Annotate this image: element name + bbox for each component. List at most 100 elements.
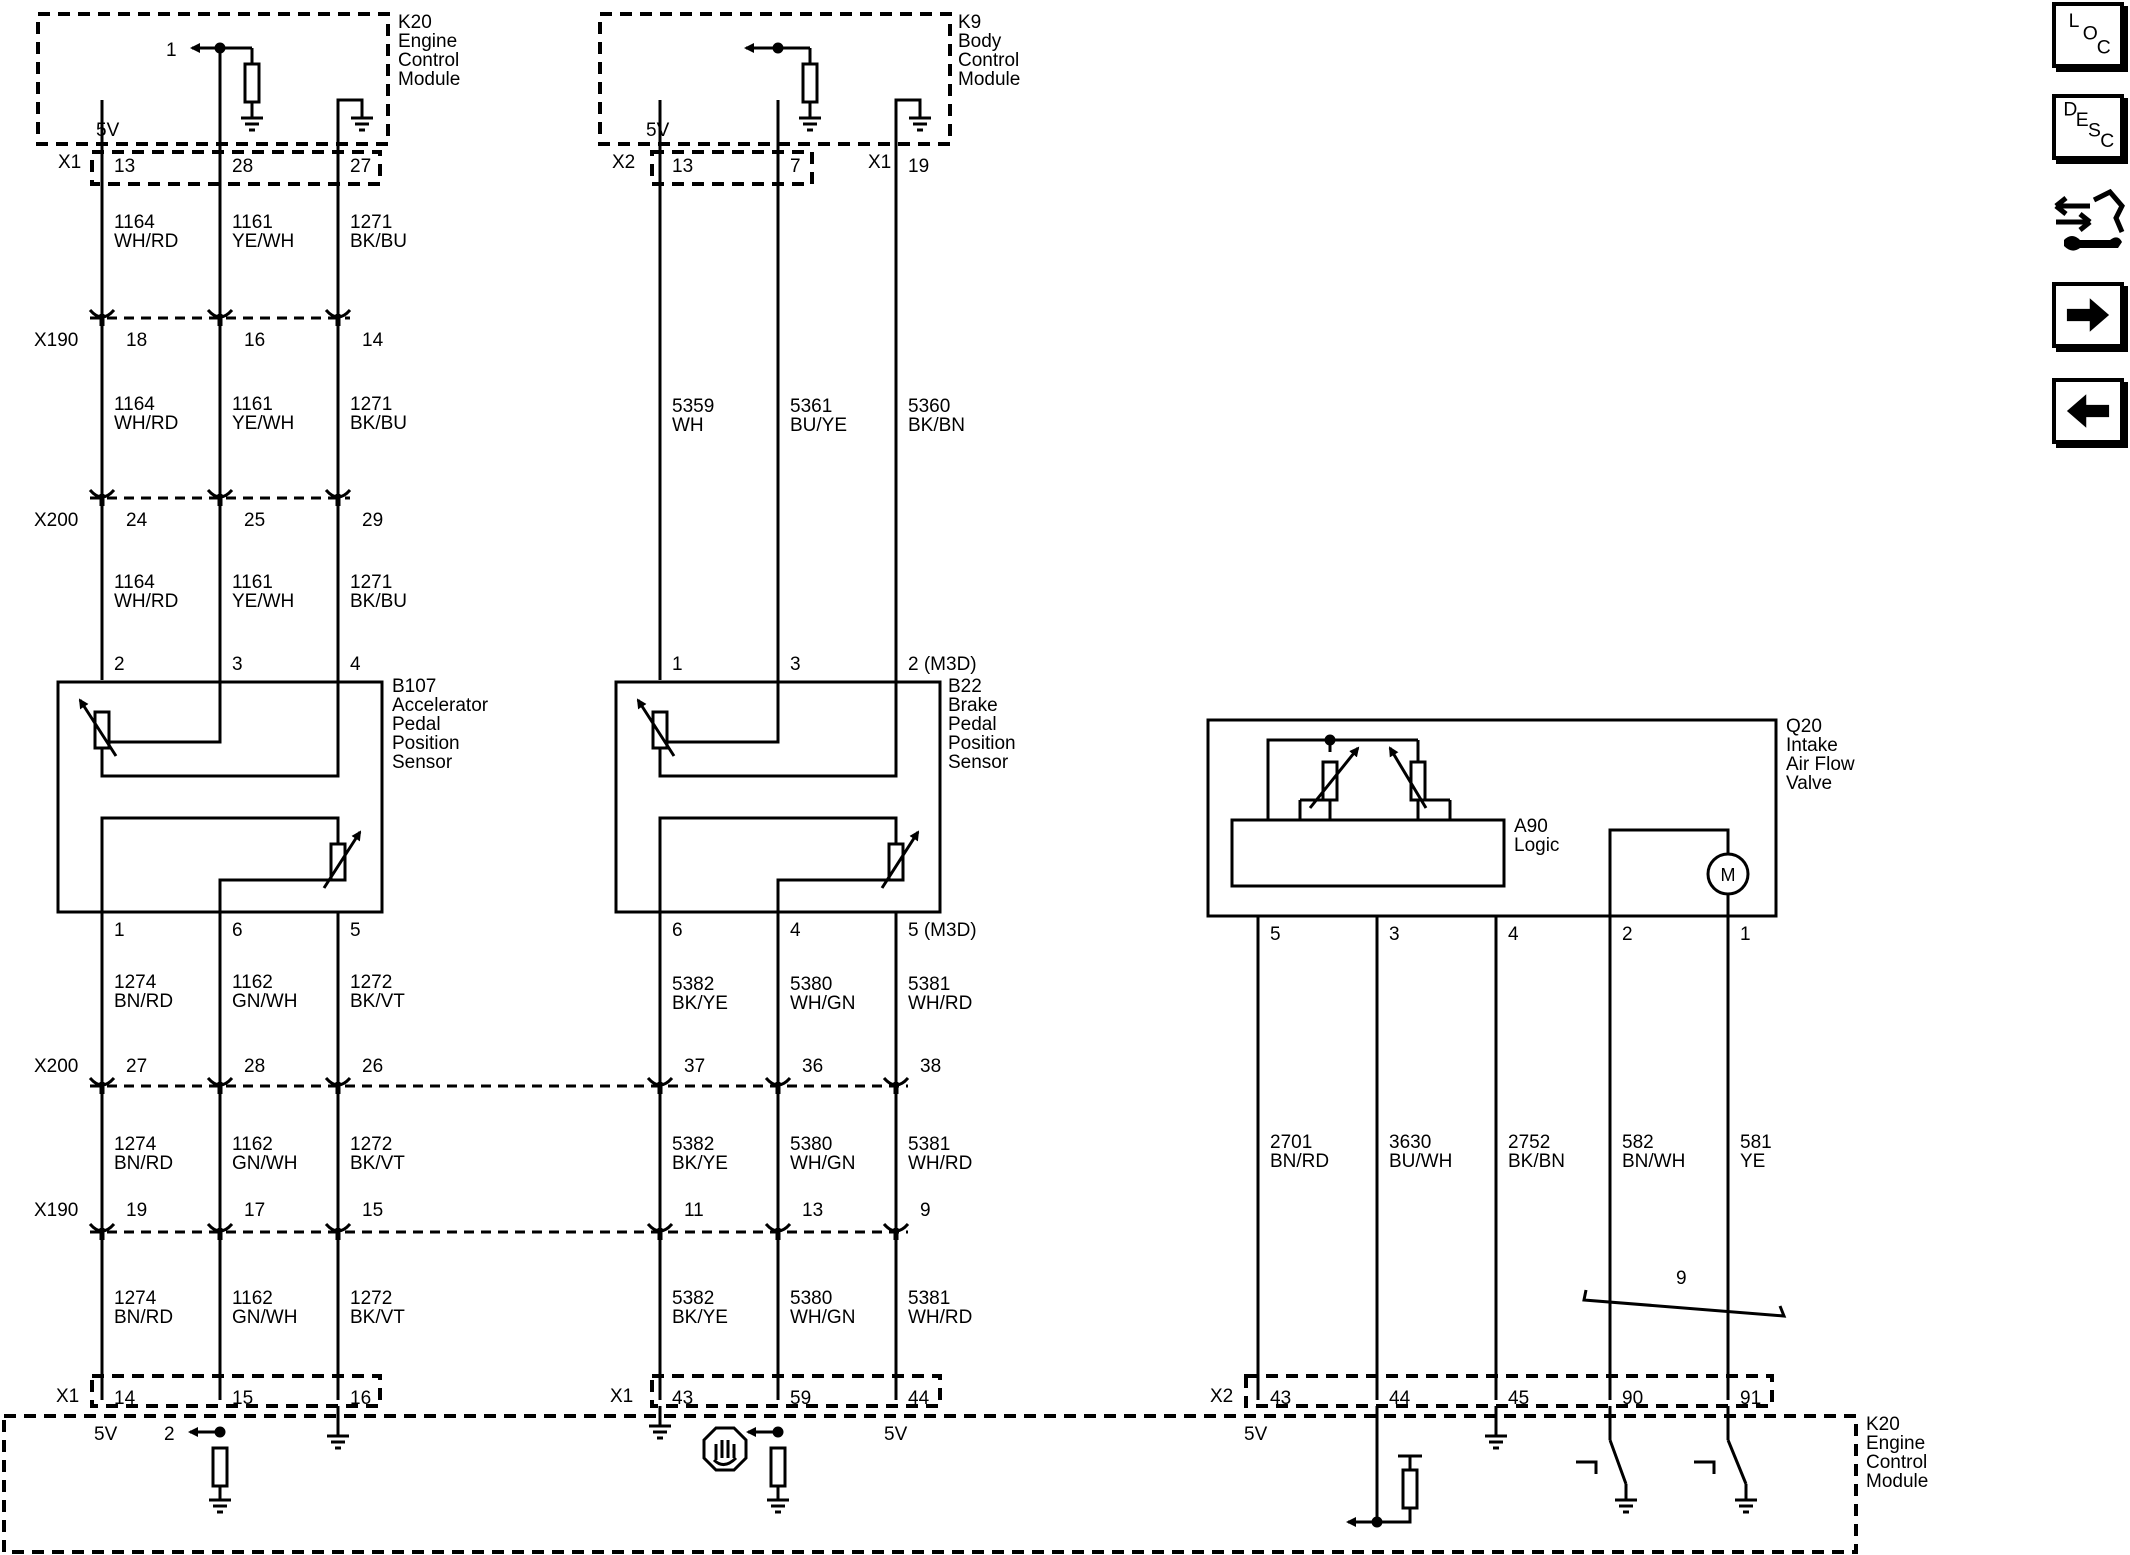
next-button[interactable] (2052, 282, 2124, 348)
b107-label-line: Pedal (392, 714, 441, 735)
x190-bottom-pin-17: 17 (244, 1200, 265, 1221)
wire-1162-number: 1162 (232, 972, 273, 993)
wire-5380-color: WH/GN (790, 1307, 855, 1328)
k20-bottom-label-line: Control (1866, 1452, 1927, 1473)
b107-label-line: Accelerator (392, 695, 489, 716)
k20-bottom-right-pin-90: 90 (1622, 1388, 1643, 1409)
connector-x190-bottom: X190 (34, 1200, 78, 1221)
q20-label-code: Q20 (1786, 716, 1822, 737)
x190-bottom-mid-pin-13: 13 (802, 1200, 823, 1221)
k9-label-line: Body (958, 31, 1002, 52)
x190-bottom-pin-15: 15 (362, 1200, 383, 1221)
desc-letter-c: C (2100, 131, 2114, 152)
wire-1164-number: 1164 (114, 394, 155, 415)
q20-pin-3: 3 (1389, 924, 1400, 945)
back-button[interactable] (2052, 378, 2124, 444)
wire-5382-color: BK/YE (672, 1307, 728, 1328)
wire-582-color: BN/WH (1622, 1151, 1685, 1172)
k20-top-5v-label: 5V (96, 120, 120, 141)
wire-1272-color: BK/VT (350, 991, 405, 1012)
k20-bottom-right-pin-45: 45 (1508, 1388, 1529, 1409)
x190-bottom-mid-pin-11: 11 (684, 1200, 704, 1221)
wire-5382-color: BK/YE (672, 1153, 728, 1174)
k20-bottom-5v-mid: 5V (884, 1424, 908, 1445)
x200-bottom-mid-pin-37: 37 (684, 1056, 705, 1077)
connector-x200-bottom: X200 (34, 1056, 78, 1077)
b22-label-code: B22 (948, 676, 982, 697)
wire-1274-color: BN/RD (114, 1153, 173, 1174)
wire-1164-number: 1164 (114, 212, 155, 233)
wire-5359-number: 5359 (672, 396, 714, 417)
connector-x1-top-left: X1 (58, 152, 81, 173)
b107-label-line: Sensor (392, 752, 453, 773)
b22-label-line: Pedal (948, 714, 997, 735)
wire-1271-color: BK/BU (350, 413, 407, 434)
x190-bottom-mid-pin-9: 9 (920, 1200, 931, 1221)
k20-bottom-label-code: K20 (1866, 1414, 1900, 1435)
wire-1161-number: 1161 (232, 212, 273, 233)
x200-bottom-pin-27: 27 (126, 1056, 147, 1077)
wire-5361-color: BU/YE (790, 415, 847, 436)
wire-1271-number: 1271 (350, 572, 392, 593)
wire-1161-color: YE/WH (232, 231, 294, 252)
wire-5359-color: WH (672, 415, 704, 436)
wire-1162-number: 1162 (232, 1288, 273, 1309)
wire-1274-number: 1274 (114, 972, 157, 993)
b107-bottom-pin-1: 1 (114, 920, 125, 941)
wire-1164-color: WH/RD (114, 591, 178, 612)
b22-label-line: Sensor (948, 752, 1009, 773)
b22-top-pin-2 (M3D): 2 (M3D) (908, 654, 977, 675)
connector-x2-top: X2 (612, 152, 635, 173)
k20-bottom-5v-right: 5V (1244, 1424, 1268, 1445)
b22-bottom-pin-4: 4 (790, 920, 801, 941)
wire-1164-number: 1164 (114, 572, 155, 593)
wire-581-color: YE (1740, 1151, 1765, 1172)
b107-bottom-pin-5: 5 (350, 920, 361, 941)
desc-button[interactable]: D E S C (2052, 94, 2124, 160)
wire-5382-color: BK/YE (672, 993, 728, 1014)
q20-pin-4: 4 (1508, 924, 1519, 945)
loc-button[interactable]: L O C (2052, 2, 2124, 68)
b107-bottom-pin-6: 6 (232, 920, 243, 941)
q20-label-line: Intake (1786, 735, 1838, 756)
q20-pin-1: 1 (1740, 924, 1751, 945)
wire-1274-number: 1274 (114, 1288, 157, 1309)
b22-label-line: Brake (948, 695, 998, 716)
q20-pin-5: 5 (1270, 924, 1281, 945)
b22-bottom-pin-5 (M3D): 5 (M3D) (908, 920, 977, 941)
wire-1162-color: GN/WH (232, 1153, 297, 1174)
b107-label-code: B107 (392, 676, 436, 697)
k20-bottom-mid-pin-59: 59 (790, 1388, 811, 1409)
k20-bottom-right-pin-44: 44 (1389, 1388, 1411, 1409)
wire-5380-color: WH/GN (790, 993, 855, 1014)
wire-2701-color: BN/RD (1270, 1151, 1329, 1172)
x200-top-pin-29: 29 (362, 510, 383, 531)
wire-1161-number: 1161 (232, 572, 273, 593)
k20-bottom-right-pin-43: 43 (1270, 1388, 1291, 1409)
motor-label: M (1721, 865, 1736, 885)
k20-bottom-mid-pin-43: 43 (672, 1388, 693, 1409)
b107-label-line: Position (392, 733, 460, 754)
wire-1164-color: WH/RD (114, 413, 178, 434)
q20-label-line: Air Flow (1786, 754, 1855, 775)
wire-2701-number: 2701 (1270, 1132, 1312, 1153)
desc-icon: D E S C (2063, 100, 2114, 153)
connector-tools-button[interactable] (2050, 182, 2128, 254)
wire-5381-number: 5381 (908, 1134, 950, 1155)
connector-x190-top: X190 (34, 330, 78, 351)
loc-letter-o: O (2083, 23, 2098, 44)
b22-bottom-pin-6: 6 (672, 920, 683, 941)
wire-1272-number: 1272 (350, 1288, 392, 1309)
wire-5360-color: BK/BN (908, 415, 965, 436)
wire-2752-number: 2752 (1508, 1132, 1550, 1153)
wire-3630-number: 3630 (1389, 1132, 1431, 1153)
loc-letter-c: C (2097, 37, 2111, 58)
k20-top-label-line: Control (398, 50, 459, 71)
k9-5v-label: 5V (646, 120, 670, 141)
x200-bottom-mid-pin-38: 38 (920, 1056, 941, 1077)
wire-5381-number: 5381 (908, 974, 950, 995)
wire-581-number: 581 (1740, 1132, 1772, 1153)
wire-5361-number: 5361 (790, 396, 832, 417)
b107-top-pin-3: 3 (232, 654, 243, 675)
